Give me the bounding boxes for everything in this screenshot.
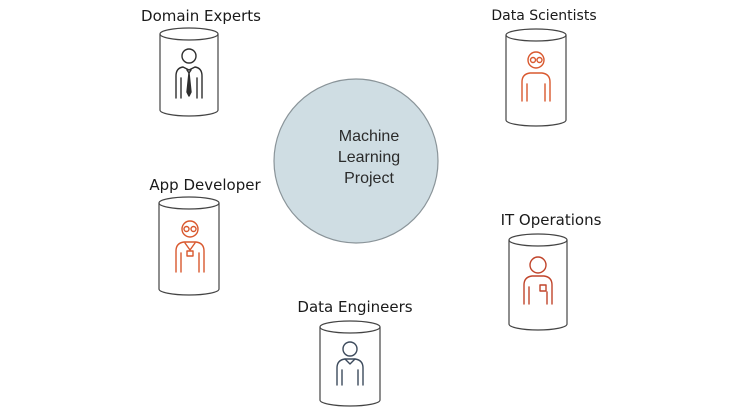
person-pocket-icon (523, 256, 553, 305)
person-collar-icon (336, 341, 364, 386)
role-data-scientists: Data Scientists (491, 8, 597, 127)
person-glasses-badge-icon (175, 220, 205, 273)
role-label: App Developer (149, 176, 261, 194)
center-line-2: Learning (338, 149, 400, 166)
center-node: Machine Learning Project (273, 78, 439, 244)
cylinder (505, 28, 567, 127)
role-label: Data Scientists (491, 8, 596, 24)
role-label: Data Engineers (297, 298, 412, 316)
role-app-developer: App Developer (149, 176, 261, 296)
person-tie-icon (175, 48, 203, 99)
center-line-3: Project (344, 170, 394, 187)
role-domain-experts: Domain Experts (141, 7, 261, 117)
role-label: Domain Experts (141, 7, 261, 25)
role-data-engineers: Data Engineers (297, 298, 413, 407)
cylinder (319, 320, 381, 407)
cylinder (159, 27, 219, 117)
person-glasses-icon (521, 51, 551, 102)
center-line-1: Machine (339, 128, 400, 145)
role-it-operations: IT Operations (501, 211, 602, 331)
role-label: IT Operations (501, 211, 602, 229)
cylinder (508, 233, 568, 331)
center-circle (273, 78, 439, 244)
cylinder (158, 196, 220, 296)
